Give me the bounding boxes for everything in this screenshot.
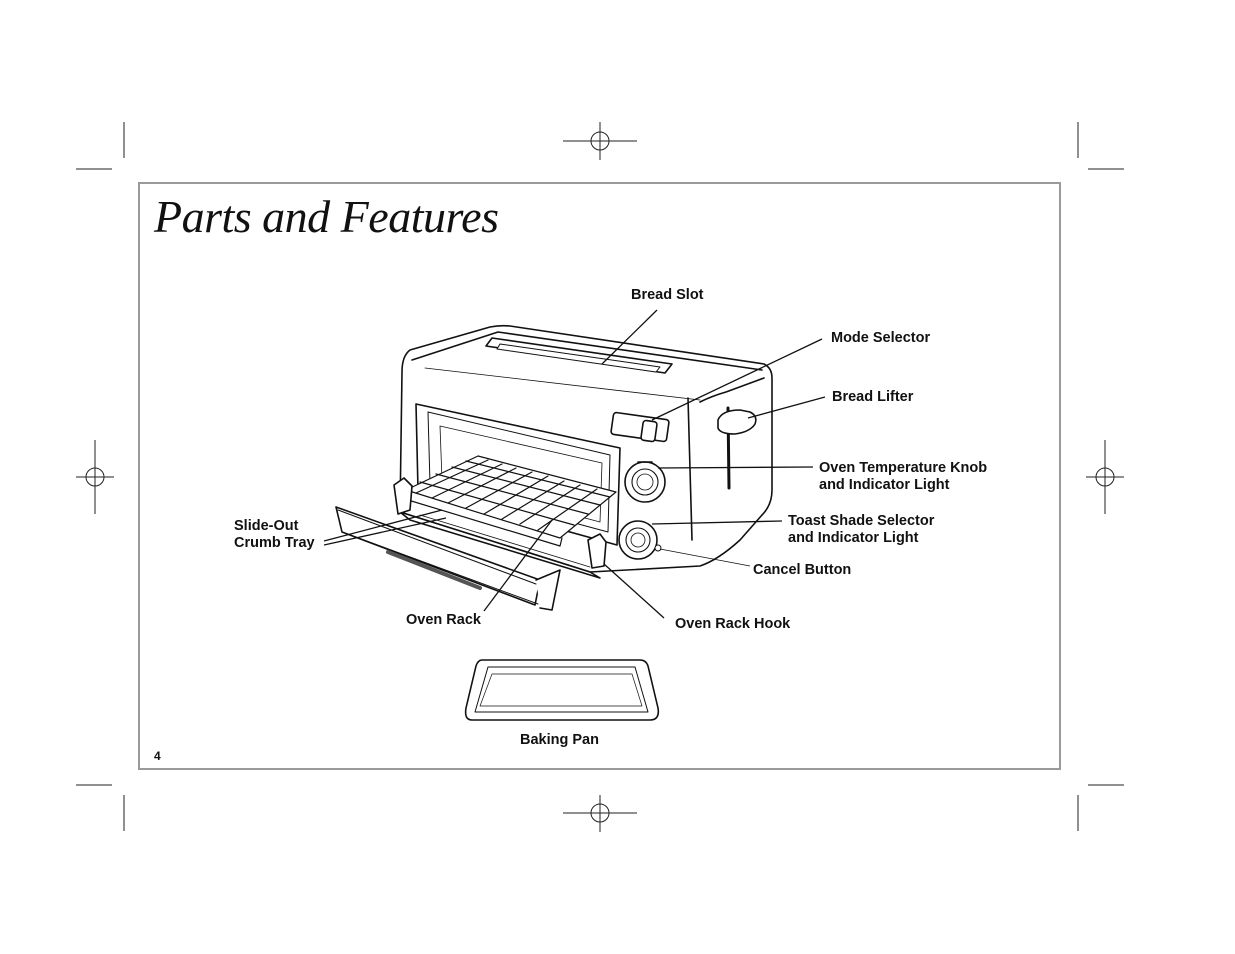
label-oven-rack-hook: Oven Rack Hook	[675, 616, 791, 632]
registration-mark-left	[76, 440, 114, 514]
label-bread-slot: Bread Slot	[631, 287, 704, 303]
label-cancel-button: Cancel Button	[753, 562, 852, 578]
label-oven-temperature-knob-line1: Oven Temperature Knob	[819, 460, 988, 476]
label-crumb-tray-line1: Slide-Out	[234, 518, 299, 534]
page-title: Parts and Features	[154, 191, 499, 242]
leader-lines	[323, 309, 826, 619]
baking-pan-icon	[464, 659, 660, 721]
oven-rack-hook-right-icon	[587, 533, 607, 569]
registration-mark-bottom	[563, 795, 637, 832]
page-number: 4	[154, 749, 161, 763]
registration-mark-top	[563, 122, 637, 160]
registration-mark-right	[1086, 440, 1124, 514]
label-toast-shade-selector: Toast Shade Selector and Indicator Light	[788, 513, 934, 547]
label-crumb-tray: Slide-Out Crumb Tray	[234, 518, 315, 552]
label-oven-temperature-knob: Oven Temperature Knob and Indicator Ligh…	[819, 460, 987, 494]
label-crumb-tray-line2: Crumb Tray	[234, 535, 315, 551]
cancel-button-icon	[654, 544, 662, 552]
label-toast-shade-line2: and Indicator Light	[788, 530, 919, 546]
label-oven-rack: Oven Rack	[406, 612, 481, 628]
label-mode-selector: Mode Selector	[831, 330, 931, 346]
label-bread-lifter: Bread Lifter	[832, 389, 914, 405]
label-baking-pan: Baking Pan	[520, 732, 599, 748]
oven-rack-hook-left-icon	[393, 477, 413, 515]
label-toast-shade-line1: Toast Shade Selector	[788, 513, 935, 529]
label-oven-temperature-knob-line2: and Indicator Light	[819, 477, 950, 493]
oven-temperature-knob-icon	[624, 461, 666, 503]
bread-lifter-icon	[717, 409, 757, 435]
toast-shade-selector-icon	[618, 520, 658, 560]
